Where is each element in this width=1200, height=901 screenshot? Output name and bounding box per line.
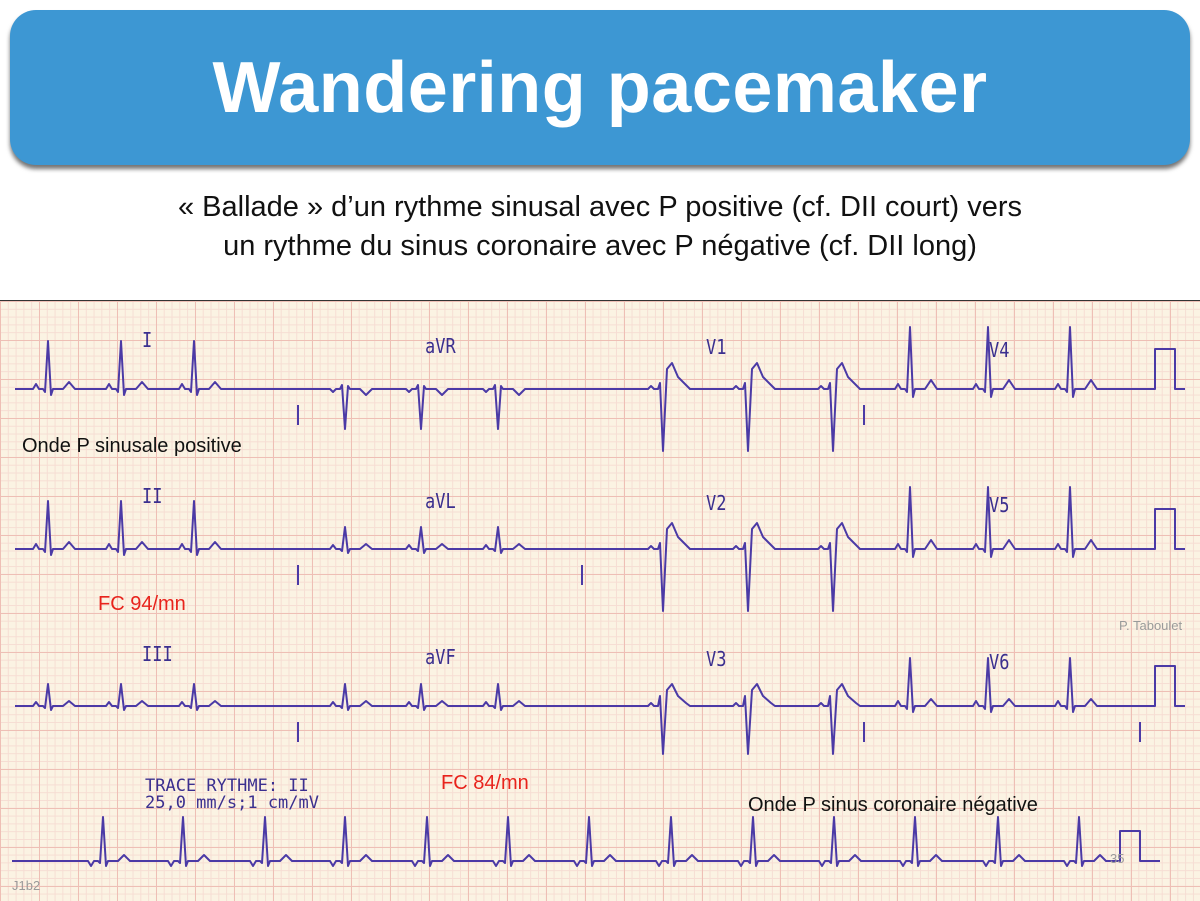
ecg-waveforms [12, 326, 1185, 867]
lead-label-v1: V1 [706, 336, 727, 360]
subtitle-line-1: « Ballade » d’un rythme sinusal avec P p… [177, 191, 1023, 223]
trace-speed-label: 25,0 mm/s;1 cm/mV [145, 793, 319, 813]
lead-label-v5: V5 [989, 494, 1010, 518]
annotation-p-negative: Onde P sinus coronaire négative [748, 794, 1038, 816]
lead-label-avr: aVR [425, 335, 456, 359]
annotation-p-positive: Onde P sinusale positive [22, 435, 242, 457]
ecg-rhythm-strip [12, 816, 1160, 867]
slide-title: Wandering pacemaker [212, 47, 988, 128]
trace-rhythm-label: TRACE RYTHME: II [145, 776, 309, 796]
lead-label-i: I [142, 329, 153, 353]
lead-label-v3: V3 [706, 648, 727, 672]
lead-label-v4: V4 [989, 339, 1010, 363]
ecg-tracing: I aVR V1 V4 II aVL V2 V5 III aVF V3 V6 T… [0, 300, 1200, 901]
slide-code: J1b2 [12, 878, 41, 893]
lead-label-v6: V6 [989, 651, 1010, 675]
subtitle-line-2: un rythme du sinus coronaire avec P néga… [223, 230, 977, 262]
ecg-row-3 [15, 657, 1185, 755]
trace-settings: TRACE RYTHME: II 25,0 mm/s;1 cm/mV [145, 778, 319, 812]
lead-label-v2: V2 [706, 492, 727, 516]
annotation-fc-84: FC 84/mn [441, 772, 529, 794]
page-number: 35 [1110, 851, 1125, 866]
annotation-fc-94: FC 94/mn [98, 593, 186, 615]
lead-label-avf: aVF [425, 646, 456, 670]
title-banner: Wandering pacemaker [10, 10, 1190, 165]
author-credit: P. Taboulet [1119, 618, 1183, 633]
slide-subtitle: « Ballade » d’un rythme sinusal avec P p… [0, 188, 1200, 266]
ecg-row-1 [15, 326, 1185, 452]
lead-label-iii: III [142, 643, 173, 667]
lead-label-avl: aVL [425, 490, 456, 514]
lead-label-ii: II [142, 485, 163, 509]
ecg-row-2 [15, 486, 1185, 612]
